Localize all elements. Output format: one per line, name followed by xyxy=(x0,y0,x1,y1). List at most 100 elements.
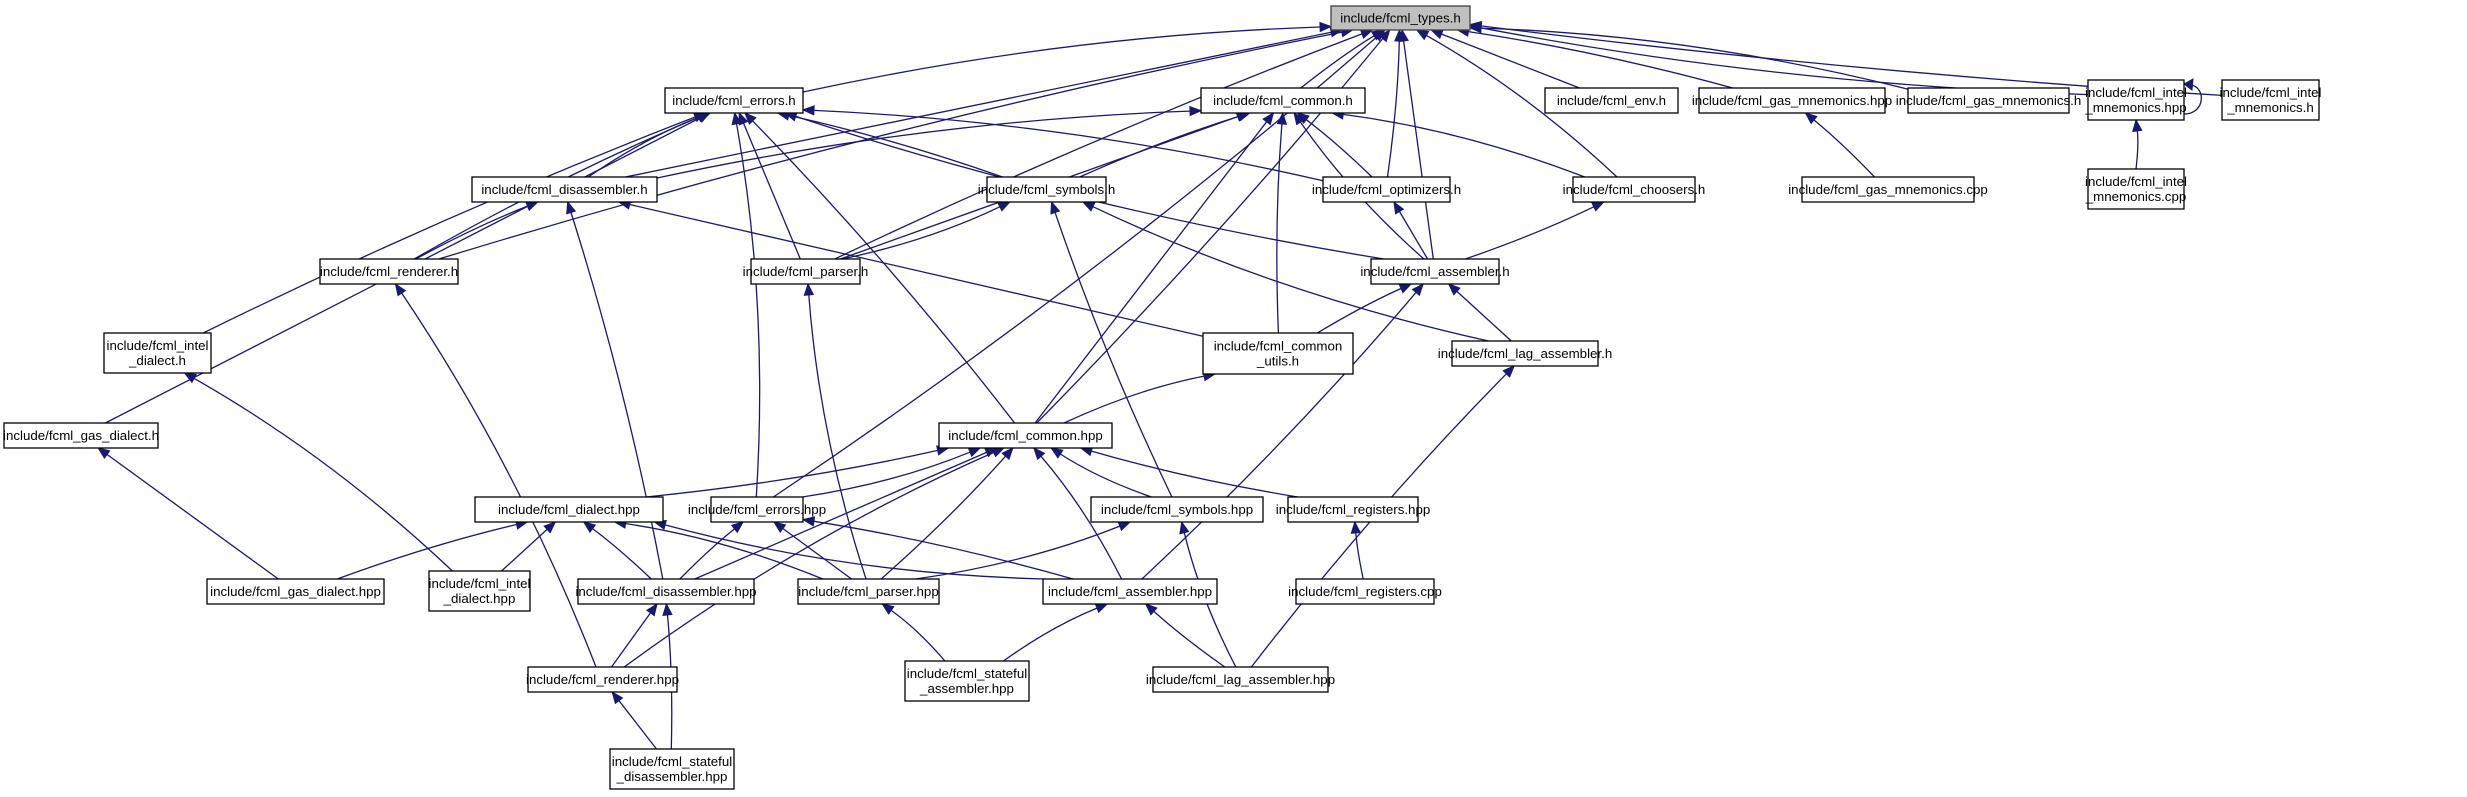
arrowhead-icon xyxy=(1393,200,1405,215)
node-box[interactable] xyxy=(1042,578,1218,605)
edge-assembler_hpp-to-dialect_hpp xyxy=(653,519,1045,580)
node-dialect-hpp[interactable]: include/fcml_dialect.hpp xyxy=(474,496,664,523)
node-gas-mnem-h[interactable]: include/fcml_gas_mnemonics.h xyxy=(1896,87,2082,114)
edge-line xyxy=(656,110,1191,179)
node-parser-h[interactable]: include/fcml_parser.h xyxy=(743,258,869,285)
node-box[interactable] xyxy=(1200,87,1366,114)
node-gas-mnem-hpp[interactable]: include/fcml_gas_mnemonics.hpp xyxy=(1692,87,1892,114)
node-box[interactable] xyxy=(319,258,459,285)
arrowhead-icon xyxy=(803,282,815,296)
node-label: _mnemonics.cpp xyxy=(2085,189,2187,204)
node-box[interactable] xyxy=(750,258,861,285)
node-box[interactable] xyxy=(609,748,735,790)
node-optimizers-h[interactable]: include/fcml_optimizers.h xyxy=(1312,176,1461,203)
node-lag-asm-h[interactable]: include/fcml_lag_assembler.h xyxy=(1438,340,1612,367)
node-env-h[interactable]: include/fcml_env.h xyxy=(1544,87,1679,114)
node-common-h[interactable]: include/fcml_common.h xyxy=(1200,87,1366,114)
node-label: include/fcml_dialect.hpp xyxy=(498,502,640,517)
edge-stateful_asm_hpp-to-parser_hpp xyxy=(881,603,946,662)
node-box[interactable] xyxy=(1907,87,2070,114)
node-intel-dialect-hpp[interactable]: include/fcml_intel_dialect.hpp xyxy=(428,570,531,612)
node-box[interactable] xyxy=(797,578,940,605)
node-gas-dialect-h[interactable]: include/fcml_gas_dialect.h xyxy=(3,422,159,449)
edge-choosers_h-to-common_h xyxy=(1330,109,1585,178)
node-symbols-hpp[interactable]: include/fcml_symbols.hpp xyxy=(1090,496,1264,523)
node-box[interactable] xyxy=(1370,258,1500,285)
edge-line xyxy=(808,294,867,580)
node-box[interactable] xyxy=(3,422,159,449)
node-box[interactable] xyxy=(1330,5,1471,31)
node-box[interactable] xyxy=(904,660,1030,702)
node-gas-dialect-hpp[interactable]: include/fcml_gas_dialect.hpp xyxy=(206,578,385,605)
node-common-hpp[interactable]: include/fcml_common.hpp xyxy=(938,422,1113,449)
node-errors-h[interactable]: include/fcml_errors.h xyxy=(664,87,804,114)
node-box[interactable] xyxy=(1295,578,1435,605)
node-disasm-h[interactable]: include/fcml_disassembler.h xyxy=(471,176,658,203)
node-box[interactable] xyxy=(1698,87,1886,114)
arrowhead-icon xyxy=(543,521,557,534)
edge-line xyxy=(802,26,1321,93)
edge-gas_dialect_hpp-to-dialect_hpp xyxy=(336,519,529,580)
node-disasm-hpp[interactable]: include/fcml_disassembler.hpp xyxy=(575,578,757,605)
node-box[interactable] xyxy=(938,422,1113,449)
node-assembler-h[interactable]: include/fcml_assembler.h xyxy=(1360,258,1510,285)
node-box[interactable] xyxy=(986,176,1107,203)
arrowhead-icon xyxy=(1502,365,1516,378)
arrowhead-icon xyxy=(1081,201,1096,212)
node-box[interactable] xyxy=(1801,176,1975,203)
node-box[interactable] xyxy=(471,176,658,203)
node-intel-mnem-h[interactable]: include/fcml_intel_mnemonics.h xyxy=(2220,79,2322,121)
node-assembler-hpp[interactable]: include/fcml_assembler.hpp xyxy=(1042,578,1218,605)
node-box[interactable] xyxy=(1544,87,1679,114)
node-box[interactable] xyxy=(710,496,804,523)
node-errors-hpp[interactable]: include/fcml_errors.hpp xyxy=(688,496,826,523)
edge-intel_mnem_cpp-to-intel_mnem_hpp xyxy=(2132,118,2143,170)
node-registers-hpp[interactable]: include/fcml_registers.hpp xyxy=(1276,496,1430,523)
node-types-h[interactable]: include/fcml_types.h xyxy=(1330,5,1471,31)
node-stateful-disasm-hpp[interactable]: include/fcml_stateful_disassembler.hpp xyxy=(609,748,735,790)
edge-common_hpp-to-common_utils_h xyxy=(1063,371,1217,424)
node-box[interactable] xyxy=(428,570,531,612)
node-box[interactable] xyxy=(1287,496,1419,523)
node-box[interactable] xyxy=(1202,332,1354,375)
node-symbols-h[interactable]: include/fcml_symbols.h xyxy=(978,176,1115,203)
node-choosers-h[interactable]: include/fcml_choosers.h xyxy=(1563,176,1706,203)
arrowhead-icon xyxy=(1359,29,1374,39)
node-intel-dialect-h[interactable]: include/fcml_intel_dialect.h xyxy=(103,332,212,374)
node-box[interactable] xyxy=(206,578,385,605)
edge-disasm_hpp-to-dialect_hpp xyxy=(582,521,652,580)
node-box[interactable] xyxy=(577,578,755,605)
node-label: include/fcml_renderer.h xyxy=(320,264,458,279)
edge-line xyxy=(415,205,528,260)
node-renderer-hpp[interactable]: include/fcml_renderer.hpp xyxy=(526,666,679,693)
node-gas-mnem-cpp[interactable]: include/fcml_gas_mnemonics.cpp xyxy=(1788,176,1988,203)
arrowhead-icon xyxy=(1276,111,1288,125)
arrowhead-icon xyxy=(1179,520,1190,535)
node-box[interactable] xyxy=(1090,496,1264,523)
node-box[interactable] xyxy=(2221,79,2320,121)
node-registers-cpp[interactable]: include/fcml_registers.cpp xyxy=(1288,578,1442,605)
arrowhead-icon xyxy=(1033,447,1046,461)
node-box[interactable] xyxy=(2087,168,2185,210)
node-box[interactable] xyxy=(474,496,664,523)
node-box[interactable] xyxy=(1322,176,1451,203)
node-label: include/fcml_registers.cpp xyxy=(1288,584,1442,599)
node-box[interactable] xyxy=(527,666,678,693)
node-intel-mnem-cpp[interactable]: include/fcml_intel_mnemonics.cpp xyxy=(2085,168,2187,210)
node-box[interactable] xyxy=(103,332,212,374)
node-box[interactable] xyxy=(1152,666,1329,693)
node-box[interactable] xyxy=(1451,340,1599,367)
node-stateful-asm-hpp[interactable]: include/fcml_stateful_assembler.hpp xyxy=(904,660,1030,702)
node-renderer-h[interactable]: include/fcml_renderer.h xyxy=(319,258,459,285)
node-box[interactable] xyxy=(664,87,804,114)
edge-line xyxy=(1468,30,1733,89)
edge-parser_hpp-to-common_hpp xyxy=(880,447,1014,580)
edge-line xyxy=(694,451,987,580)
node-parser-hpp[interactable]: include/fcml_parser.hpp xyxy=(797,578,940,605)
node-intel-mnem-hpp[interactable]: include/fcml_intel_mnemonics.hpp xyxy=(2084,79,2187,121)
node-common-utils-h[interactable]: include/fcml_common_utils.h xyxy=(1202,332,1354,375)
edge-line xyxy=(1813,119,1875,178)
node-lag-asm-hpp[interactable]: include/fcml_lag_assembler.hpp xyxy=(1146,666,1335,693)
node-box[interactable] xyxy=(1572,176,1696,203)
node-box[interactable] xyxy=(2087,79,2185,121)
